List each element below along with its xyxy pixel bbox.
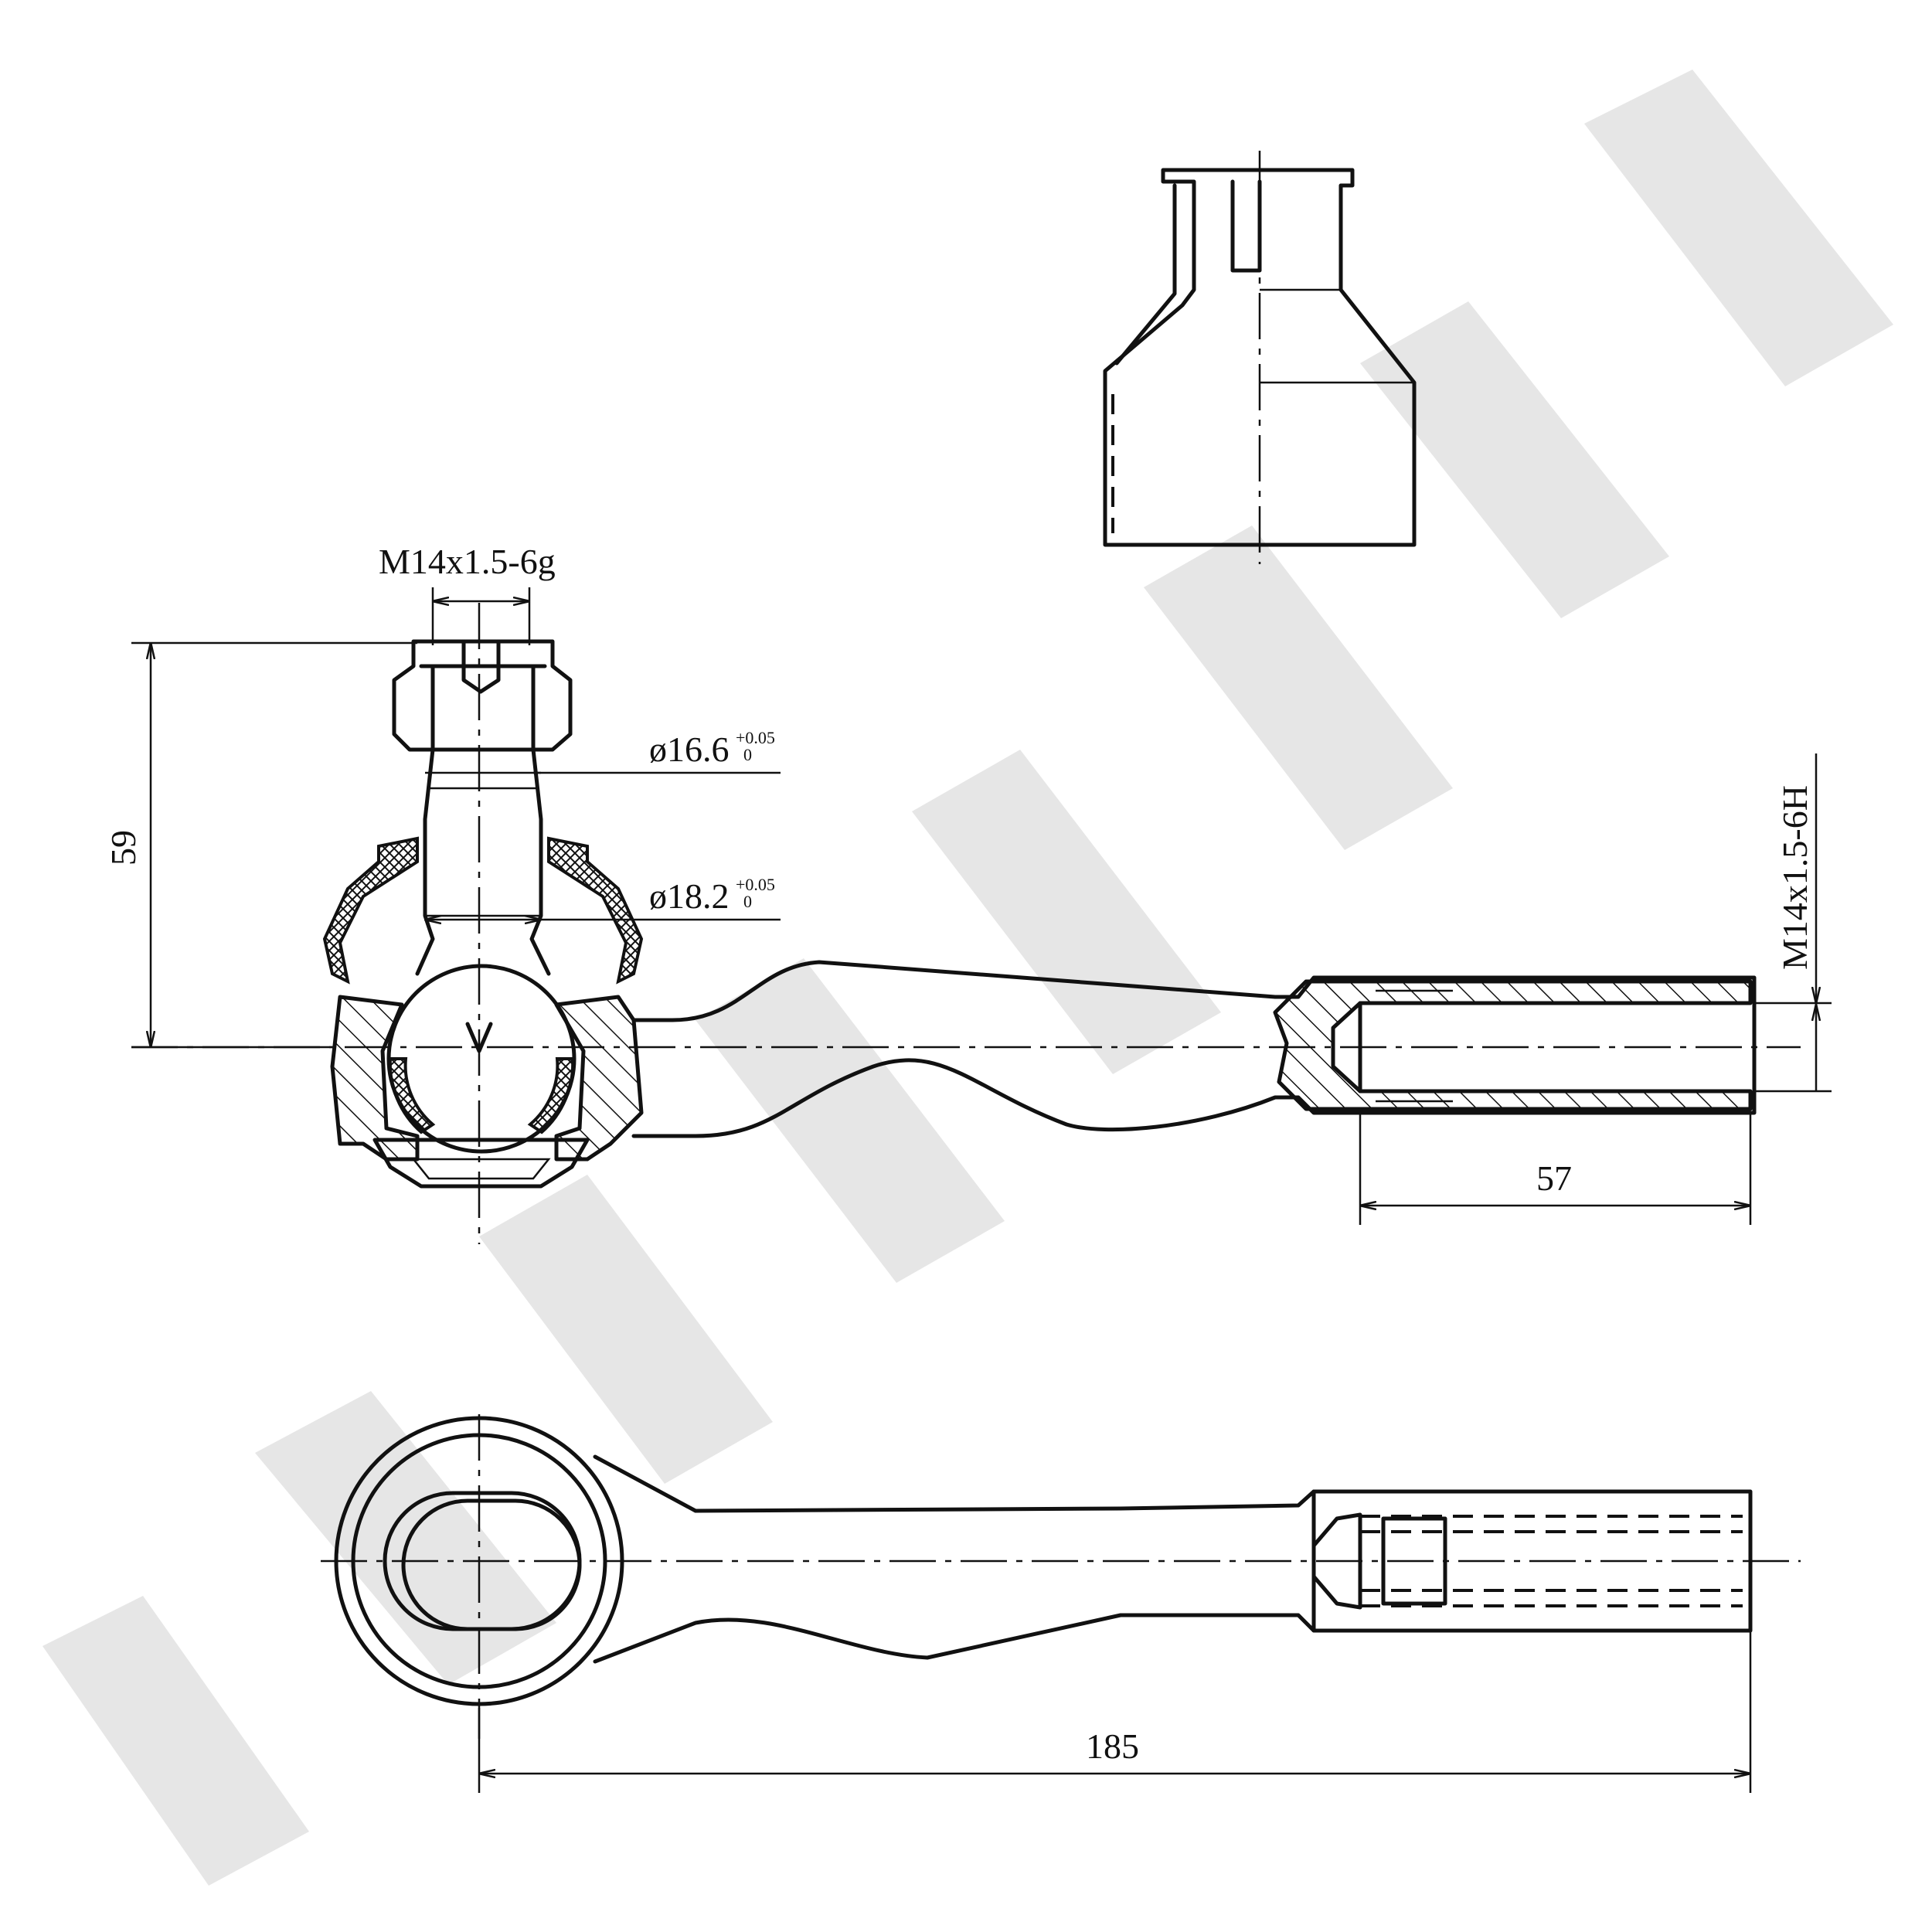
inner-thread-label: M14x1.5-6H [1775,785,1815,970]
taper-small-dimension: ø16.6 +0.05 0 [649,728,775,769]
boot-view [1103,151,1417,564]
section-view: M14x1.5-6g ø16.6 +0.05 0 ø18.2 +0.05 0 5… [104,542,1832,1244]
taper-small-label: ø16.6 [649,730,730,769]
thread-depth-label: 57 [1536,1158,1572,1198]
taper-large-dimension: ø18.2 +0.05 0 [649,875,775,916]
taper-large-label: ø18.2 [649,876,730,916]
taper-large-tol-upper: +0.05 [736,875,775,894]
taper-small-tol-lower: 0 [743,745,752,764]
watermark-logo [43,70,1893,1886]
overall-length-label: 185 [1086,1726,1139,1766]
taper-large-tol-lower: 0 [743,892,752,911]
plan-view: 185 [321,1414,1801,1793]
stud-thread-label: M14x1.5-6g [379,542,556,581]
taper-small-tol-upper: +0.05 [736,728,775,747]
stud-height-label: 59 [104,830,143,866]
